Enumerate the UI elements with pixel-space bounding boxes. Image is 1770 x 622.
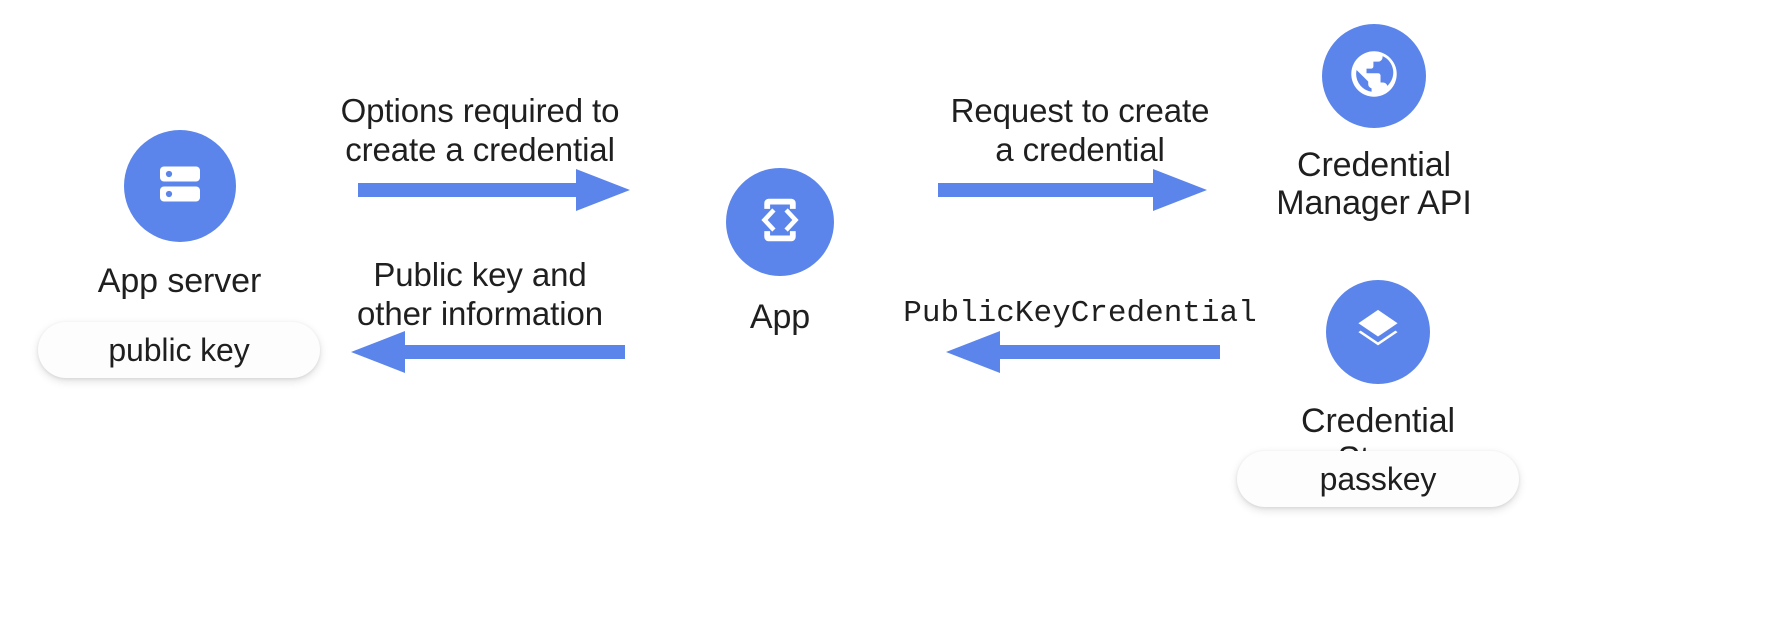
node-label-app: App: [749, 298, 811, 336]
public-key-chip-label: public key: [108, 331, 250, 368]
arrow-caption-public-key-credential: PublicKeyCredential: [903, 296, 1257, 331]
app-server-circle: [123, 130, 236, 242]
node-label-credential-manager-api: Credential Manager API: [1276, 146, 1472, 223]
globe-icon: [1345, 45, 1403, 108]
app-circle: [726, 168, 834, 276]
code-device-icon: [751, 191, 809, 254]
passkey-chip-label: passkey: [1319, 460, 1437, 497]
public-key-chip: public key: [38, 322, 320, 378]
arrow-caption-public-key-info: Public key and other information: [357, 256, 603, 332]
node-app: App: [680, 168, 880, 336]
arrow-left-public-key-credential: [930, 326, 1220, 378]
passkey-chip: passkey: [1237, 451, 1519, 507]
server-icon: [150, 154, 210, 219]
arrow-right-request: [938, 164, 1218, 216]
node-credential-manager-api: Credential Manager API: [1258, 24, 1490, 222]
arrow-left-public-key-info: [335, 326, 625, 378]
credential-store-circle: [1326, 280, 1430, 384]
arrow-caption-options: Options required to create a credential: [340, 92, 620, 168]
arrow-right-options: [358, 164, 638, 216]
node-label-app-server: App server: [97, 262, 262, 300]
arrow-caption-request: Request to create a credential: [950, 92, 1210, 168]
node-credential-store: Credential Store: [1258, 280, 1498, 478]
node-app-server: App server: [62, 130, 297, 300]
layers-icon: [1350, 302, 1406, 363]
credential-manager-circle: [1322, 24, 1426, 128]
